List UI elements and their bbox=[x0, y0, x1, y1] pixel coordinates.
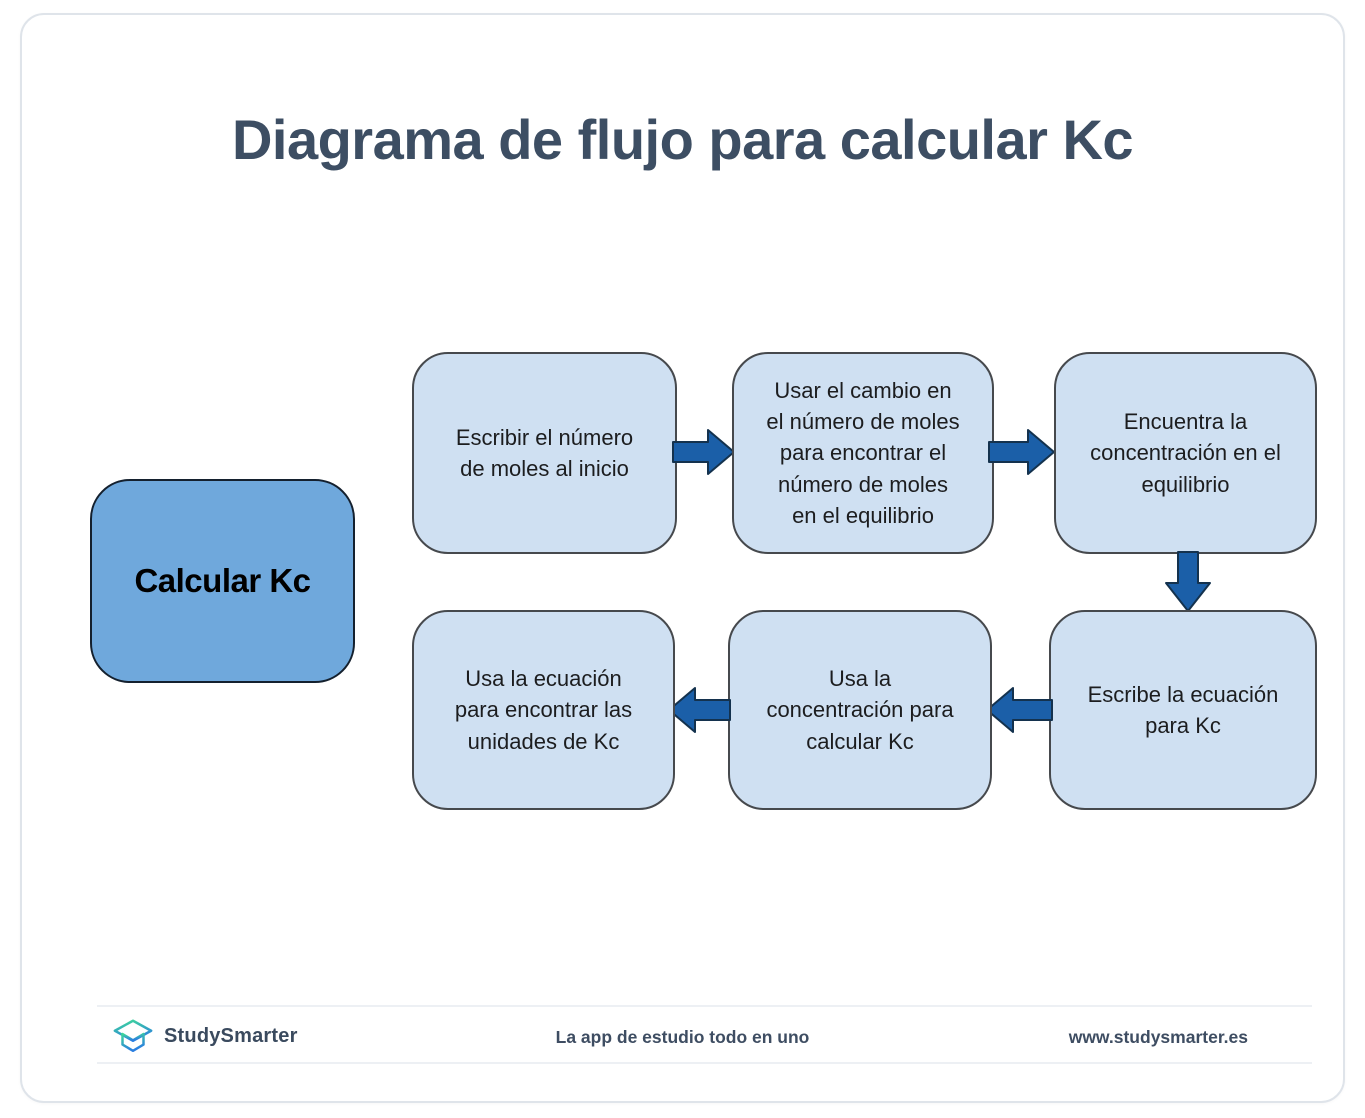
studysmarter-box-icon bbox=[113, 1019, 153, 1053]
footer-tagline: La app de estudio todo en uno bbox=[555, 1027, 810, 1047]
node-step-5: Usa la concentración para calcular Kc bbox=[728, 610, 992, 810]
brand-name: StudySmarter bbox=[164, 1024, 298, 1047]
arrow-left-icon bbox=[985, 685, 1053, 735]
arrow-right-icon bbox=[672, 427, 736, 477]
studysmarter-logo: StudySmarter bbox=[112, 1016, 298, 1056]
footer-divider-top bbox=[97, 1005, 1312, 1007]
node-step-1: Escribir el número de moles al inicio bbox=[412, 352, 677, 554]
slide-card: Diagrama de flujo para calcular Kc Calcu… bbox=[20, 13, 1345, 1103]
footer-divider-bottom bbox=[97, 1062, 1312, 1064]
node-step-2: Usar el cambio en el número de moles par… bbox=[732, 352, 994, 554]
node-step-3: Encuentra la concentración en el equilib… bbox=[1054, 352, 1317, 554]
node-calcular-kc: Calcular Kc bbox=[90, 479, 355, 683]
arrow-down-icon bbox=[1164, 551, 1212, 613]
footer-website: www.studysmarter.es bbox=[1068, 1027, 1248, 1047]
page-title: Diagrama de flujo para calcular Kc bbox=[231, 108, 1134, 171]
node-step-4: Escribe la ecuación para Kc bbox=[1049, 610, 1317, 810]
arrow-right-icon bbox=[988, 427, 1056, 477]
arrow-left-icon bbox=[667, 685, 731, 735]
node-step-6: Usa la ecuación para encontrar las unida… bbox=[412, 610, 675, 810]
